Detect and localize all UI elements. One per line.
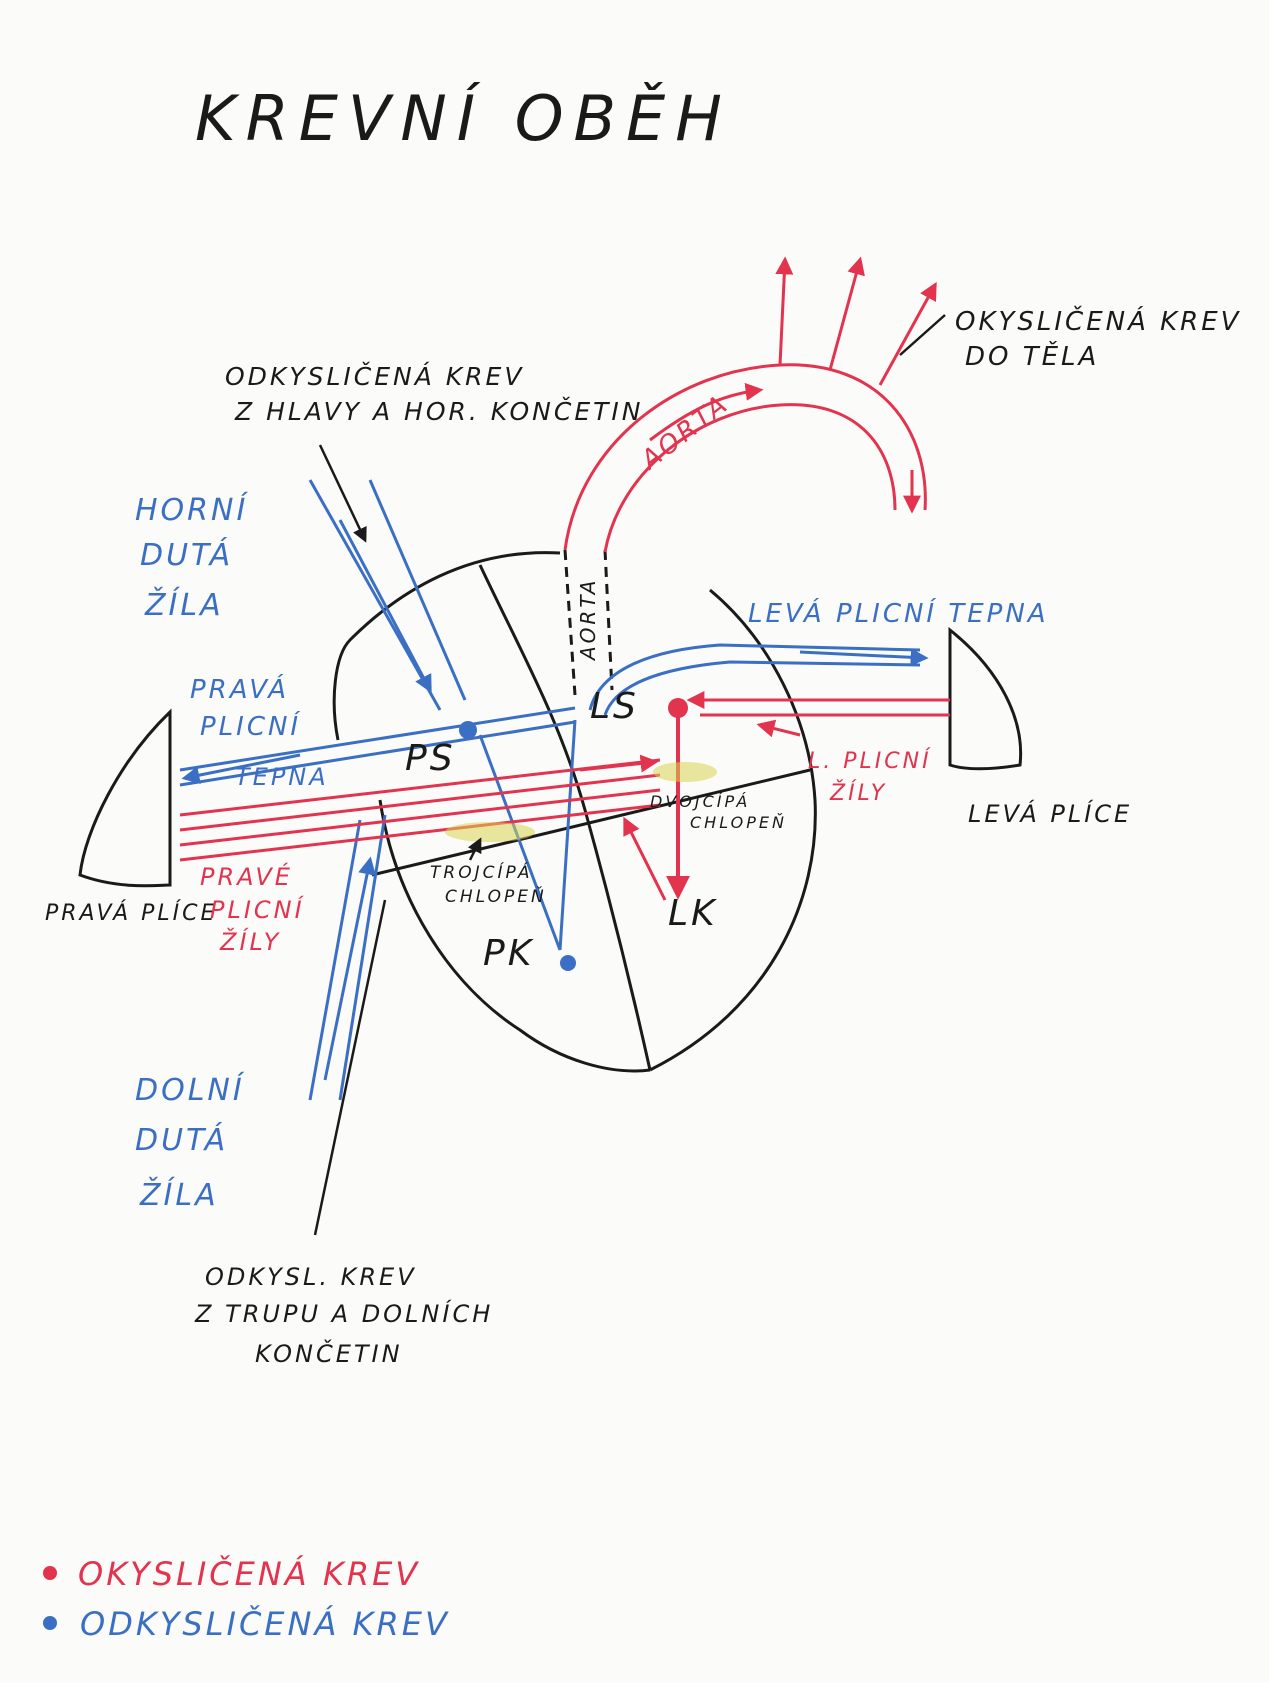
label-trojcipa-chlopen: TROJCÍPÁ CHLOPEŇ — [430, 861, 547, 907]
legend: OKYSLIČENÁ KREV ODKYSLIČENÁ KREV — [43, 1554, 450, 1643]
lower-vena-cava-right — [338, 814, 387, 1101]
label-dolni-duta-zila: DOLNÍ DUTÁ ŽÍLA — [135, 1072, 245, 1213]
pointers — [313, 314, 946, 1236]
tricuspid-pointer — [467, 837, 482, 861]
lower-vena-cava-flow — [323, 856, 376, 1081]
label-line: L. PLICNÍ — [808, 748, 932, 774]
aorta-flow — [649, 382, 764, 442]
label-prave-plicni-zily: PRAVÉ PLICNÍ ŽÍLY — [200, 862, 305, 956]
label-line: Z TRUPU A DOLNÍCH — [194, 1299, 493, 1328]
label-line: Z HLAVY A HOR. KONČETIN — [234, 396, 643, 426]
label-tepna: TEPNA — [235, 763, 329, 791]
deoxygenated-vessels — [179, 479, 929, 1101]
aorta-right-dash — [603, 549, 614, 691]
upper-label-pointer — [318, 444, 367, 543]
label-line: ŽÍLY — [829, 780, 887, 806]
left-atrium-dot — [668, 698, 688, 718]
upper-vena-cava-flow — [338, 519, 432, 694]
label-line: DO TĚLA — [965, 340, 1099, 372]
left-pulmonary-veins-3 — [756, 719, 801, 738]
heart-outline — [332, 551, 561, 741]
lower-vena-cava-left — [308, 819, 362, 1101]
label-line: ODKYSLIČENÁ KREV — [225, 361, 524, 391]
label-line: DVOJCÍPÁ — [650, 792, 750, 811]
body-label-pointer — [899, 314, 946, 356]
right-pulmonary-artery-top — [179, 706, 576, 772]
tricuspid-valve — [445, 822, 535, 842]
label-line: PLICNÍ — [210, 895, 305, 924]
legend-label-deoxygenated: ODKYSLIČENÁ KREV — [80, 1604, 450, 1643]
right-pulmonary-artery-bottom — [179, 720, 576, 787]
heart-outline-lower — [378, 799, 651, 1073]
aorta-arch-inner — [603, 403, 897, 553]
right-pulmonary-veins-2 — [179, 773, 661, 832]
label-okyslicena-do-tela: OKYSLIČENÁ KREV DO TĚLA — [955, 305, 1241, 372]
heart — [332, 549, 817, 1073]
label-lk: LK — [668, 893, 718, 934]
label-pk: PK — [483, 933, 534, 974]
label-aorta-arch: AORTA — [634, 389, 735, 477]
label-dvojcipa-chlopen: DVOJCÍPÁ CHLOPEŇ — [650, 792, 787, 832]
left-pulmonary-artery-flow — [799, 648, 929, 667]
label-horni-duta-zila: HORNÍ DUTÁ ŽÍLA — [135, 492, 248, 623]
aorta-branch-3 — [878, 281, 937, 386]
label-prava-plice: PRAVÁ PLÍCE — [45, 900, 217, 926]
lower-label-pointer — [313, 899, 387, 1236]
label-line: DUTÁ — [140, 537, 233, 573]
oxygenated-vessels — [179, 256, 950, 901]
label-line: ODKYSL. KREV — [205, 1263, 417, 1291]
upper-vena-cava-left — [308, 479, 442, 711]
left-lung — [948, 626, 1023, 771]
right-ventricle-dot — [560, 955, 576, 971]
legend-swatch-oxygenated — [43, 1566, 57, 1580]
label-leva-plice: LEVÁ PLÍCE — [968, 799, 1132, 828]
heart-av-line — [371, 768, 811, 877]
label-aorta-inner: AORTA — [576, 578, 600, 662]
label-line: ŽÍLA — [144, 587, 224, 623]
aorta-arch-outer — [563, 363, 927, 551]
label-odkysl-z-trupu: ODKYSL. KREV Z TRUPU A DOLNÍCH KONČETIN — [194, 1263, 493, 1368]
right-pulmonary-artery-flow — [181, 753, 301, 785]
aorta-branch-2 — [828, 256, 865, 371]
legend-swatch-deoxygenated — [43, 1616, 57, 1630]
pulmonary-trunk-a — [478, 734, 562, 951]
mitral-pointer — [623, 816, 667, 901]
label-leva-plicni-tepna: LEVÁ PLICNÍ TEPNA — [748, 597, 1049, 629]
legend-label-oxygenated: OKYSLIČENÁ KREV — [78, 1554, 420, 1593]
label-line: PRAVÉ — [200, 862, 293, 891]
label-line: PLICNÍ — [200, 710, 301, 742]
label-ls: LS — [590, 686, 639, 727]
right-pulmonary-veins-3 — [179, 788, 661, 847]
label-line: ŽÍLA — [139, 1177, 219, 1213]
heart-septum — [478, 564, 652, 1071]
pulmonary-trunk-b — [558, 719, 577, 951]
right-pulmonary-veins-4 — [179, 803, 661, 862]
mitral-valve — [653, 762, 717, 782]
label-line: KONČETIN — [255, 1338, 403, 1368]
label-line: TROJCÍPÁ — [430, 861, 533, 883]
label-line: DUTÁ — [135, 1122, 228, 1158]
right-atrium-dot — [459, 721, 477, 739]
aorta-branch-1 — [775, 256, 794, 366]
label-line: DOLNÍ — [135, 1072, 245, 1108]
label-prava-plicni-tepna: PRAVÁ PLICNÍ — [190, 673, 301, 742]
heart-outline-right — [649, 588, 817, 1072]
left-pulmonary-artery-bottom — [603, 660, 921, 716]
aorta-left-dash — [563, 549, 577, 696]
page-title: KREVNÍ OBĚH — [195, 82, 732, 155]
upper-vena-cava-right — [368, 479, 467, 701]
label-line: ŽÍLY — [219, 927, 281, 956]
label-line: PRAVÁ — [190, 673, 289, 705]
left-pulmonary-artery-top — [588, 643, 921, 711]
label-leve-plicni-zily: L. PLICNÍ ŽÍLY — [808, 748, 932, 806]
label-line: CHLOPEŇ — [445, 885, 547, 907]
right-lung — [78, 708, 172, 888]
right-pulmonary-veins-flow — [579, 754, 659, 773]
label-ps: PS — [405, 738, 456, 779]
label-line: HORNÍ — [135, 492, 248, 528]
label-line: OKYSLIČENÁ KREV — [955, 305, 1241, 337]
label-line: CHLOPEŇ — [690, 813, 787, 832]
label-odkyslicena-hlavy: ODKYSLIČENÁ KREV Z HLAVY A HOR. KONČETIN — [225, 361, 643, 426]
